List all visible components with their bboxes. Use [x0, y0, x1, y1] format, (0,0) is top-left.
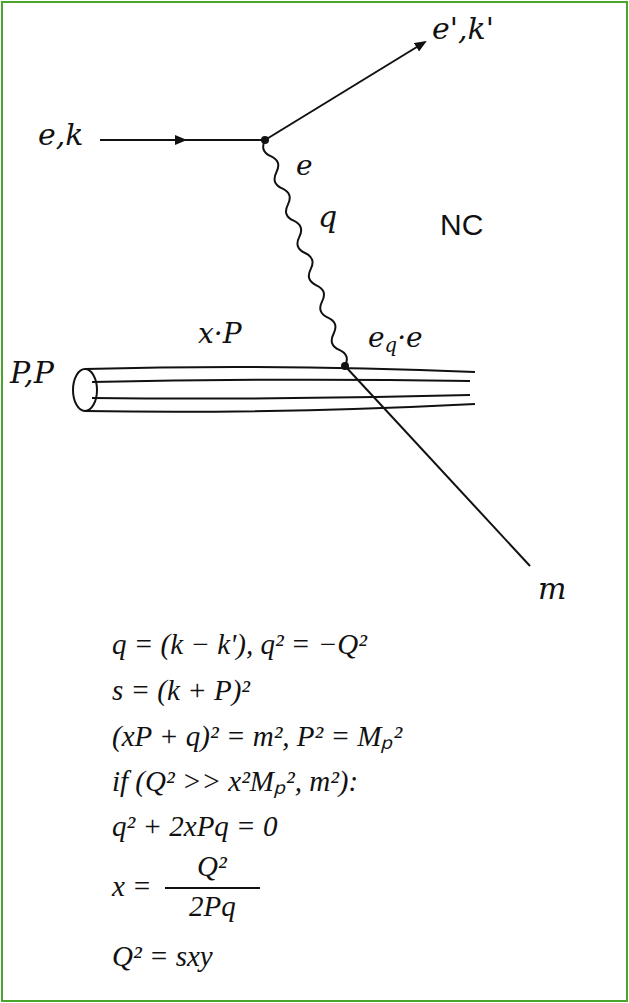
particle-label: P,P — [10, 356, 54, 391]
particle-label: e,k — [38, 118, 83, 153]
formula: q² + 2xPq = 0 — [112, 810, 277, 843]
photon-line — [263, 140, 347, 366]
incoming-electron — [100, 139, 185, 141]
formula: s = (k + P)² — [112, 674, 250, 707]
proton-tube — [85, 367, 475, 412]
outgoing-electron — [265, 42, 425, 140]
formula: Q² — [197, 850, 227, 883]
fraction-bar — [165, 887, 260, 889]
incoming-electron — [180, 139, 265, 141]
photon-label: q — [318, 200, 337, 235]
vertex-dot — [341, 362, 349, 370]
vertex-label: e — [296, 150, 313, 182]
formula: if (Q² >> x²Mₚ², m²): — [112, 765, 358, 798]
mass-label: m — [538, 572, 566, 607]
process-label: NC — [440, 208, 483, 243]
formula: q = (k − k'), q² = −Q² — [112, 628, 367, 661]
formula: Q² = sxy — [112, 940, 213, 973]
formula: (xP + q)² = m², P² = Mₚ² — [112, 720, 402, 753]
vertex-label: eq·e — [368, 322, 423, 357]
formula: x = — [112, 870, 152, 903]
formula: 2Pq — [189, 890, 236, 923]
momentum-label: x·P — [198, 318, 242, 350]
proton-tube — [73, 369, 97, 411]
quark-line — [345, 366, 530, 566]
particle-label: e',k' — [432, 12, 494, 47]
